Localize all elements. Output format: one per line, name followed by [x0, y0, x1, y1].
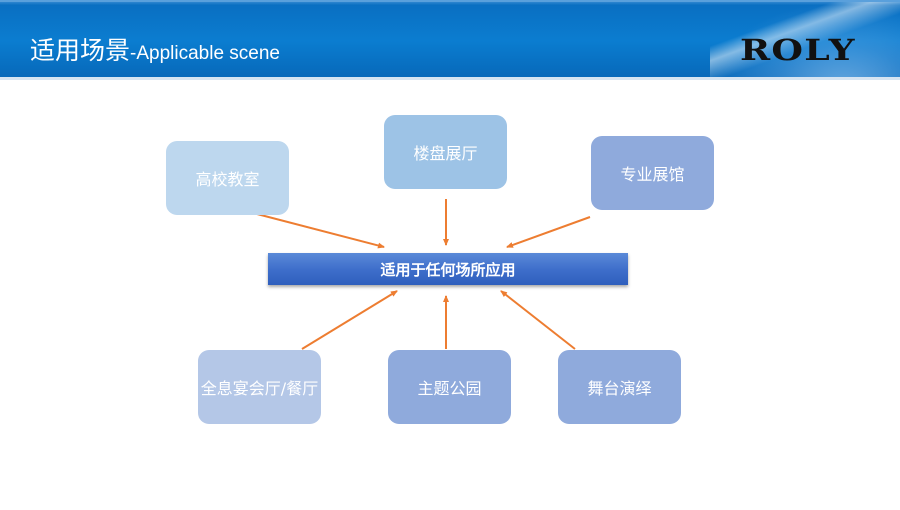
- arrow-4: [301, 290, 398, 350]
- scene-box: 主题公园: [388, 350, 511, 424]
- page-title: 适用场景-Applicable scene: [30, 36, 280, 65]
- scene-box: 高校教室: [166, 141, 289, 215]
- arrow-1: [256, 213, 385, 249]
- scene-box: 楼盘展厅: [384, 115, 507, 189]
- scene-box: 全息宴会厅/餐厅: [198, 350, 321, 424]
- header-banner: 适用场景-Applicable scene ROLY: [0, 0, 900, 80]
- scene-box: 专业展馆: [591, 136, 714, 210]
- center-bar: 适用于任何场所应用: [268, 253, 628, 285]
- arrow-3: [506, 216, 591, 248]
- roly-logo: ROLY: [740, 33, 856, 67]
- scene-box: 舞台演绎: [558, 350, 681, 424]
- globe-graphic: [710, 2, 900, 80]
- arrow-6: [500, 290, 576, 350]
